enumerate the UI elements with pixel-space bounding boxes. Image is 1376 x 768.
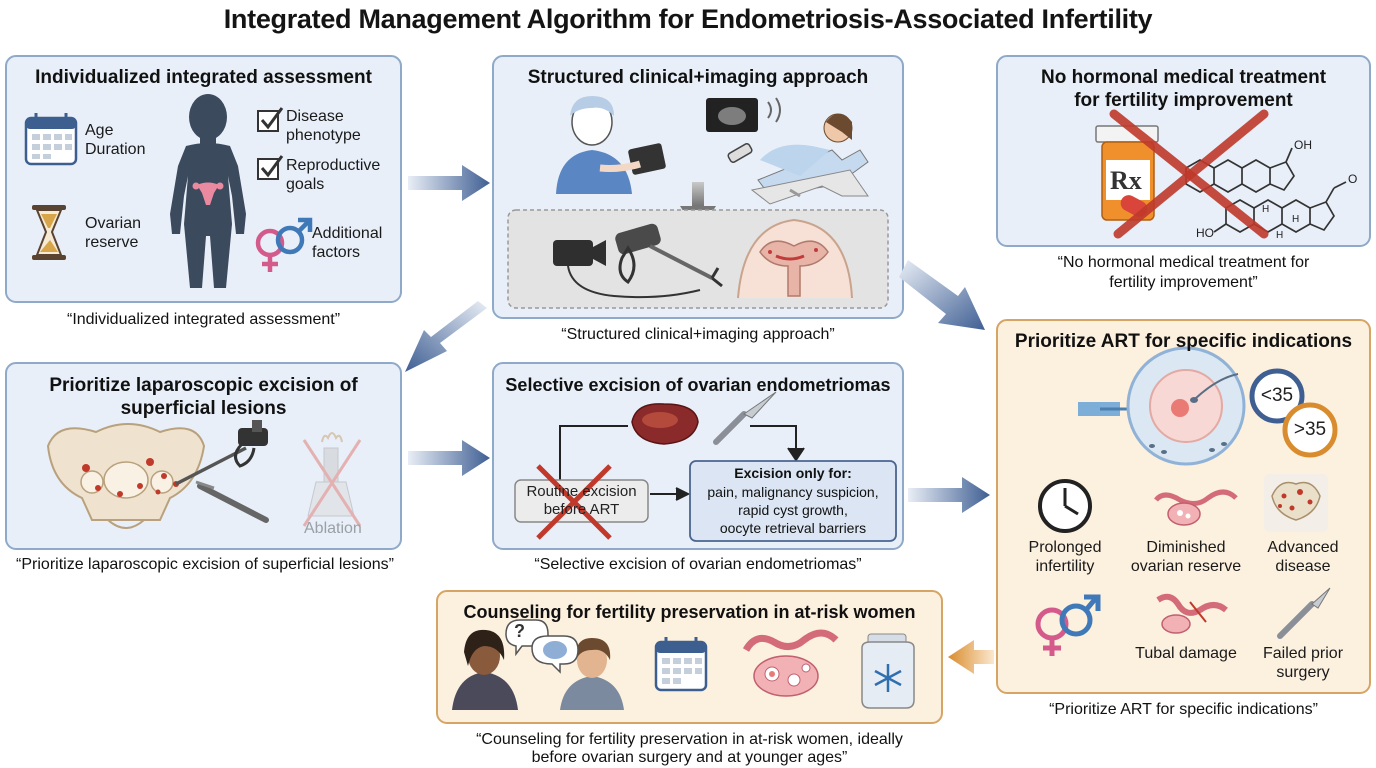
art-indication-tubal: Tubal damage	[1135, 645, 1237, 662]
ablation-crossed-icon	[302, 432, 362, 527]
hourglass-icon	[32, 205, 66, 260]
hormonal-caption-line-1: “No hormonal medical treatment for	[1057, 254, 1310, 271]
pelvis-lesions-icon	[46, 423, 206, 529]
factors-label: factors	[312, 244, 361, 261]
art-title: Prioritize ART for specific indications	[1014, 331, 1353, 352]
hormonal-title-line-2: for fertility improvement	[1074, 90, 1293, 111]
hormonal-caption-line-2: fertility improvement”	[1109, 274, 1258, 291]
molecule-o-label: O	[1348, 172, 1358, 186]
routine-label-line-2: before ART	[543, 501, 620, 518]
selective-flow-lines	[559, 425, 805, 501]
reserve-label: reserve	[85, 234, 139, 251]
age-over-35-label: >35	[1293, 419, 1327, 440]
checkbox-icon	[257, 107, 284, 132]
art-caption: “Prioritize ART for specific indications…	[1049, 701, 1318, 718]
excision-item-1: pain, malignancy suspicion,	[707, 484, 879, 500]
phenotype-label: phenotype	[286, 127, 361, 144]
cryo-tank-icon	[861, 633, 915, 709]
rx-label: Rx	[1110, 166, 1142, 195]
art-indication-diminished-line-2: ovarian reserve	[1130, 558, 1242, 575]
fallopian-tube-icon	[1156, 593, 1228, 634]
goals-label: goals	[286, 176, 325, 193]
arrow-selective-to-art	[908, 477, 990, 513]
counseling-caption-line-1: “Counseling for fertility preservation i…	[476, 731, 903, 748]
age-under-35-label: <35	[1260, 385, 1294, 406]
counseling-women-icon	[452, 619, 624, 710]
molecule-h-label-1: H	[1262, 204, 1270, 215]
art-indication-failed-line-1: Failed prior	[1262, 645, 1344, 662]
age-under-35-icon	[1249, 368, 1305, 424]
hormonal-title-line-1: No hormonal medical treatment	[1040, 67, 1327, 88]
laparoscopic-title-line-1: Prioritize laparoscopic excision of	[49, 375, 358, 396]
ovary-follicles-icon	[742, 629, 839, 697]
excision-item-3: oocyte retrieval barriers	[719, 520, 867, 536]
molecule-oh-label: OH	[1294, 138, 1312, 152]
clinician-tablet-icon	[556, 96, 666, 194]
selective-caption: “Selective excision of ovarian endometri…	[534, 556, 862, 573]
ultrasound-scan-icon	[706, 97, 869, 205]
molecule-ho-label: HO	[1196, 226, 1214, 240]
clock-icon	[1038, 479, 1092, 533]
disease-label: Disease	[286, 108, 344, 125]
hormonal-box	[996, 55, 1371, 247]
duration-label: Duration	[85, 141, 146, 158]
icsi-egg-icon	[1078, 346, 1246, 466]
pelvis-icon	[1264, 474, 1328, 532]
page-title: Integrated Management Algorithm for Endo…	[223, 4, 1153, 34]
calendar-icon	[24, 113, 78, 166]
red-cross-icon	[1109, 109, 1269, 239]
art-indication-prolonged-line-2: infertility	[1035, 558, 1095, 575]
clinical-title: Structured clinical+imaging approach	[527, 67, 869, 88]
routine-excision-box	[514, 479, 649, 523]
steroid-molecule-icon	[1185, 147, 1347, 233]
gender-symbol-icon	[255, 217, 313, 272]
molecule-h-label-2: H	[1292, 214, 1300, 225]
gender-symbol-icon-2	[1035, 594, 1101, 656]
ovary-icon	[1154, 489, 1238, 526]
scalpel-icon	[713, 391, 777, 445]
art-indication-prolonged-line-1: Prolonged	[1028, 539, 1102, 556]
counseling-caption-line-2: before ovarian surgery and at younger ag…	[531, 749, 848, 766]
art-indication-failed-line-2: surgery	[1276, 664, 1330, 681]
ovarian-label: Ovarian	[85, 215, 142, 232]
question-mark: ?	[514, 621, 525, 641]
routine-cross-icon	[536, 464, 612, 540]
assessment-title: Individualized integrated assessment	[35, 67, 372, 88]
additional-label: Additional	[312, 225, 383, 242]
counseling-title: Counseling for fertility preservation in…	[463, 602, 916, 622]
art-indication-advanced-line-1: Advanced	[1267, 539, 1339, 556]
female-body-icon	[170, 94, 246, 288]
age-over-35-icon	[1282, 402, 1338, 458]
arrow-art-to-counseling	[948, 640, 994, 674]
art-indication-advanced-line-2: disease	[1275, 558, 1331, 575]
arrow-laparoscopic-to-selective	[408, 440, 490, 476]
assessment-caption: “Individualized integrated assessment”	[66, 311, 341, 328]
pelvis-uterus-icon	[737, 218, 853, 299]
art-indication-diminished-line-1: Diminished	[1146, 539, 1226, 556]
ablation-label: Ablation	[304, 520, 362, 537]
laparoscopic-caption: “Prioritize laparoscopic excision of sup…	[16, 556, 394, 573]
routine-label-line-1: Routine excision	[526, 483, 637, 500]
clinical-caption: “Structured clinical+imaging approach”	[561, 326, 835, 343]
scalpel-icon-2	[1277, 587, 1331, 639]
age-label: Age	[85, 122, 114, 139]
checkbox-icon-2	[257, 155, 284, 180]
excision-only-box	[689, 460, 897, 542]
molecule-h-label-3: H	[1276, 230, 1284, 241]
selective-title: Selective excision of ovarian endometrio…	[505, 375, 891, 395]
arrow-clinical-to-laparoscopic	[405, 301, 487, 372]
ovarian-cyst-icon	[631, 403, 699, 445]
excision-heading: Excision only for:	[734, 465, 852, 481]
arrow-clinical-to-art	[899, 260, 985, 330]
reproductive-label: Reproductive	[286, 157, 381, 174]
excision-item-2: rapid cyst growth,	[738, 502, 848, 518]
calendar-icon-2	[654, 637, 708, 692]
laparoscopic-title-line-2: superficial lesions	[120, 398, 287, 419]
laparoscopic-tool-icon	[175, 420, 269, 523]
arrow-assessment-to-clinical	[408, 165, 490, 201]
